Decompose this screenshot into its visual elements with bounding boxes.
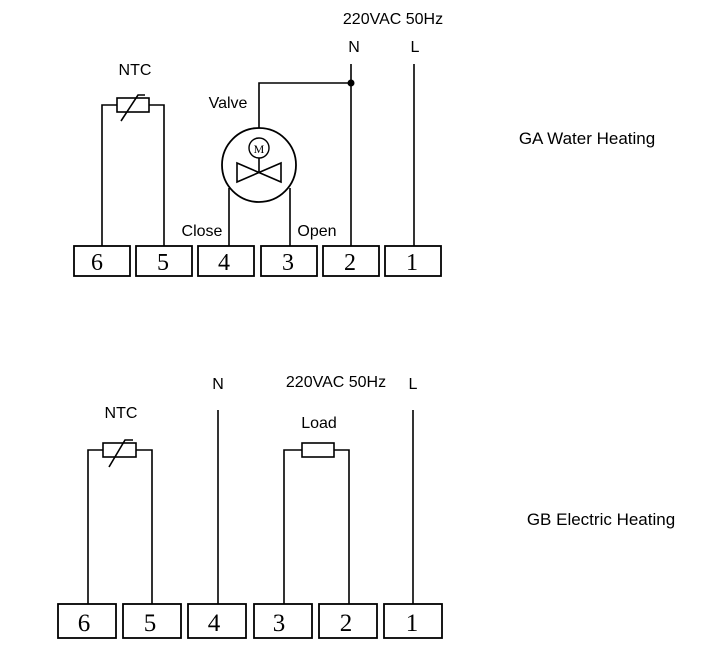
ga-terminal-2 <box>322 245 380 277</box>
gb-terminal-1 <box>383 603 443 639</box>
ga-terminal-block: 6 5 4 3 2 1 <box>73 245 442 277</box>
ga-terminal-4-label: 4 <box>218 250 230 276</box>
ga-terminal-5-label: 5 <box>157 250 169 276</box>
ga-valve-label: Valve <box>209 95 248 112</box>
gb-terminal-1-label: 1 <box>406 610 419 637</box>
ga-open-label: Open <box>297 223 336 240</box>
gb-ntc-slash-icon <box>108 439 133 468</box>
gb-ntc-label: NTC <box>105 405 138 422</box>
ga-terminal-6 <box>73 245 131 277</box>
ga-motor-label: M <box>254 142 265 156</box>
gb-ntc-wire <box>87 449 153 604</box>
gb-terminal-2 <box>318 603 378 639</box>
gb-terminal-5-label: 5 <box>144 610 157 637</box>
ga-valve-feed-wire <box>258 82 351 129</box>
ga-terminal-3-label: 3 <box>282 250 294 276</box>
gb-terminal-3-label: 3 <box>273 610 286 637</box>
gb-terminal-4-label: 4 <box>208 610 221 637</box>
ga-water-heating-diagram: 220VAC 50Hz N L NTC Valve Close Open M <box>73 11 655 277</box>
ga-caption: GA Water Heating <box>519 129 655 148</box>
gb-terminal-6 <box>57 603 117 639</box>
gb-load-icon <box>301 442 335 458</box>
gb-load-label: Load <box>301 415 337 432</box>
gb-terminal-6-label: 6 <box>78 610 91 637</box>
ga-supply-label: 220VAC 50Hz <box>343 11 443 28</box>
gb-terminal-block: 6 5 4 3 2 1 <box>57 603 443 639</box>
ga-terminal-2-label: 2 <box>344 250 356 276</box>
ga-ntc-wire <box>101 104 165 246</box>
gb-terminal-2-label: 2 <box>340 610 353 637</box>
gb-load-wire <box>283 449 350 604</box>
ga-l-label: L <box>411 39 420 56</box>
ga-close-label: Close <box>182 223 223 240</box>
ga-terminal-1 <box>384 245 442 277</box>
gb-n-label: N <box>212 376 224 393</box>
gb-supply-label: 220VAC 50Hz <box>286 374 386 391</box>
ga-ntc-thermistor-icon <box>116 97 150 113</box>
ga-n-label: N <box>348 39 360 56</box>
ga-terminal-5 <box>135 245 193 277</box>
ga-ntc-label: NTC <box>119 62 152 79</box>
gb-l-label: L <box>409 376 418 393</box>
ga-terminal-3 <box>260 245 318 277</box>
gb-caption: GB Electric Heating <box>527 510 675 529</box>
ga-valve-bowtie-icon <box>236 161 282 184</box>
ga-terminal-4 <box>197 245 255 277</box>
ga-ntc-slash-icon <box>120 94 145 122</box>
ga-terminal-1-label: 1 <box>406 250 418 276</box>
ga-junction-dot <box>347 79 355 87</box>
gb-terminal-4 <box>187 603 247 639</box>
gb-terminal-5 <box>122 603 182 639</box>
gb-terminal-3 <box>253 603 313 639</box>
gb-electric-heating-diagram: N 220VAC 50Hz L NTC Load 6 5 4 3 2 1 <box>57 374 675 639</box>
ga-terminal-6-label: 6 <box>91 250 103 276</box>
